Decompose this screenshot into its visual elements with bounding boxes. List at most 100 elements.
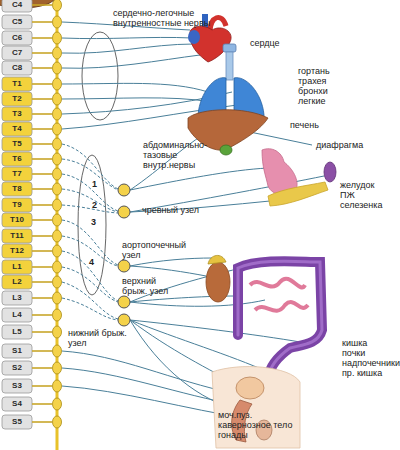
- splanchnic-nerve-dashed: [62, 159, 118, 190]
- prevertebral-ganglion: [118, 184, 130, 196]
- spinal-segment: [2, 167, 32, 181]
- splanchnic-nerve-dashed: [62, 236, 118, 266]
- spinal-segment: [2, 361, 32, 375]
- splanchnic-nerve-dashed: [62, 189, 118, 212]
- visceral-nerve: [130, 320, 300, 342]
- intestine-illustration: [238, 261, 322, 378]
- ramus-line: [32, 37, 52, 39]
- chain-ganglion: [53, 398, 62, 410]
- ramus-line: [32, 158, 52, 160]
- ramus-line: [32, 83, 52, 85]
- splanchnic-nerve-dashed: [62, 282, 118, 319]
- ramus-line: [32, 281, 52, 283]
- spinal-segment: [2, 0, 32, 12]
- pelvic-illustration: [236, 377, 264, 399]
- segment-label: L1: [2, 261, 32, 273]
- ramus-line: [32, 314, 52, 316]
- cardiopulmonary-nerve: [62, 37, 192, 38]
- spinal-segment: [2, 137, 32, 151]
- chain-ganglion: [53, 199, 62, 211]
- segment-label: L4: [2, 309, 32, 321]
- chain-ganglion: [53, 276, 62, 288]
- spinal-segment: [2, 182, 32, 196]
- segment-label: T10: [2, 214, 32, 226]
- segment-label: T2: [2, 93, 32, 105]
- chain-ganglion: [53, 0, 62, 11]
- spinal-segment: [2, 397, 32, 411]
- kidney-illustration: [208, 255, 226, 264]
- callout-number: 2: [92, 200, 97, 210]
- visceral-nerve: [250, 132, 312, 145]
- splanchnic-nerve-dashed: [62, 144, 118, 320]
- spinal-segment: [2, 344, 32, 358]
- ramus-line: [32, 385, 52, 387]
- organ-label: печень: [290, 120, 319, 130]
- organ-label: гортань трахея бронхи легкие: [298, 66, 346, 106]
- spinal-segment: [2, 77, 32, 91]
- chain-ganglion: [53, 416, 62, 428]
- ramus-line: [32, 128, 52, 130]
- segment-label: S5: [2, 416, 32, 428]
- kidney-illustration: [206, 255, 230, 302]
- organ-label: диафрагма: [316, 140, 363, 150]
- segment-label: L5: [2, 326, 32, 338]
- stomach-illustration: [262, 149, 336, 206]
- spinal-segment: [2, 325, 32, 339]
- organ-label: сердце: [250, 38, 280, 48]
- cardiopulmonary-nerve: [62, 44, 194, 53]
- spinal-segment: [2, 61, 32, 75]
- chain-ganglion: [53, 362, 62, 374]
- segment-label: S1: [2, 345, 32, 357]
- spinal-segment: [2, 291, 32, 305]
- chain-ganglion: [53, 326, 62, 338]
- lungs-illustration: [226, 52, 233, 80]
- spinal-segment: [2, 198, 32, 212]
- segment-label: L2: [2, 276, 32, 288]
- segment-label: C7: [2, 47, 32, 59]
- segment-label: C5: [2, 16, 32, 28]
- ramus-line: [32, 367, 52, 369]
- segment-label: C8: [2, 62, 32, 74]
- splanchnic-nerve-dashed: [62, 144, 118, 189]
- spinal-segment: [2, 122, 32, 136]
- chain-ganglion: [53, 183, 62, 195]
- spinal-segment: [2, 107, 32, 121]
- ramus-line: [32, 250, 52, 252]
- ganglion-label: чревный узел: [142, 205, 199, 215]
- intestine-illustration: [250, 279, 308, 311]
- splanchnic-nerve-dashed: [62, 174, 118, 211]
- chain-ganglion: [53, 230, 62, 242]
- chain-ganglion: [53, 153, 62, 165]
- stomach-illustration: [268, 182, 328, 206]
- visceral-nerve: [130, 266, 206, 276]
- segment-label: T11: [2, 230, 32, 242]
- prevertebral-ganglion: [118, 260, 130, 272]
- ramus-line: [32, 297, 52, 299]
- ramus-line: [32, 204, 52, 206]
- segment-label: T4: [2, 123, 32, 135]
- callout-number: 1: [92, 179, 97, 189]
- segment-label: C4: [2, 0, 32, 11]
- ramus-line: [32, 350, 52, 352]
- kidney-illustration: [206, 262, 230, 302]
- segment-label: C6: [2, 32, 32, 44]
- chain-ganglion: [53, 261, 62, 273]
- callout-number: 3: [91, 217, 96, 227]
- visceral-nerve: [130, 168, 268, 190]
- spinal-column: [2, 0, 62, 429]
- ramus-line: [32, 113, 52, 115]
- ramus-line: [32, 98, 52, 100]
- spinal-segment: [2, 152, 32, 166]
- intestine-illustration: [238, 261, 322, 378]
- ganglion-label: нижний брыж. узел: [68, 328, 130, 348]
- heart-illustration: [188, 30, 200, 44]
- ramus-line: [32, 67, 52, 69]
- nerve-group-ellipse: [78, 32, 118, 295]
- chain-ganglion: [53, 245, 62, 257]
- splanchnic-nerve-dashed: [62, 267, 118, 302]
- splanchnic-nerve-dashed: [62, 205, 118, 213]
- segment-label: T8: [2, 183, 32, 195]
- ramus-line: [32, 266, 52, 268]
- spinal-segment: [2, 308, 32, 322]
- segment-label: T5: [2, 138, 32, 150]
